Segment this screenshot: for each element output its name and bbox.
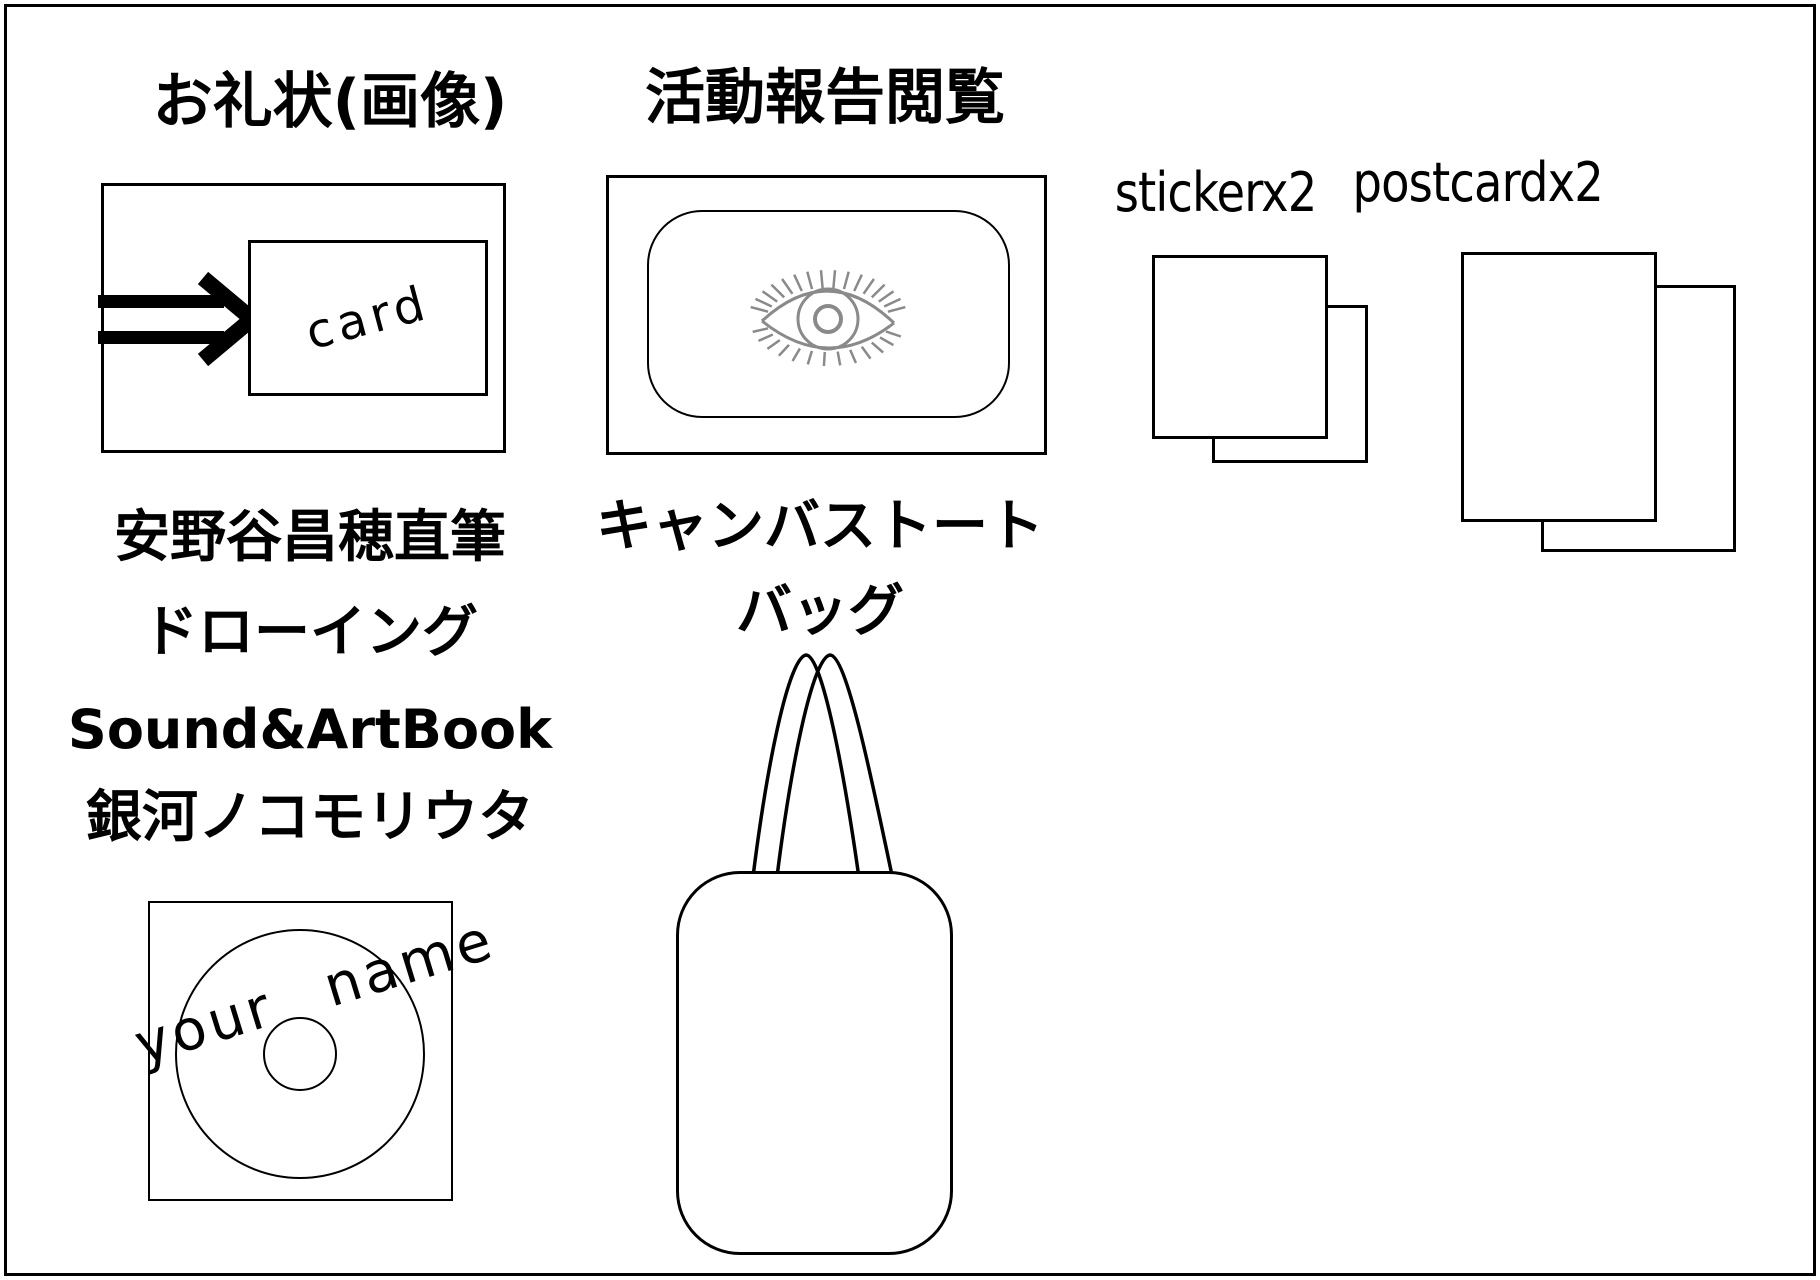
artbook-line-albumtitle: 銀河ノコモリウタ bbox=[86, 785, 534, 850]
activity-report-title: 活動報告閲覧 bbox=[645, 63, 1005, 133]
sticker-front-square bbox=[1152, 255, 1328, 439]
eye-icon bbox=[750, 270, 906, 367]
postcard-label: postcardx2 bbox=[1352, 151, 1604, 214]
artbook-line-author: 安野谷昌穂直筆 bbox=[114, 505, 506, 570]
tote-bag-handles-icon bbox=[750, 653, 896, 885]
card-illustration: card bbox=[248, 240, 488, 396]
tote-title-line1: キャンバストート bbox=[596, 494, 1044, 559]
cd-hole-icon bbox=[263, 1017, 337, 1091]
artbook-line-soundartbook: Sound&ArtBook bbox=[67, 698, 553, 761]
sticker-label: stickerx2 bbox=[1114, 161, 1318, 224]
card-handwritten-label: card bbox=[300, 274, 436, 362]
thank-you-card-title: お礼状(画像) bbox=[152, 67, 508, 137]
activity-report-screen bbox=[647, 210, 1010, 418]
tote-title-line2: バッグ bbox=[736, 579, 904, 644]
arrow-right-icon bbox=[98, 271, 265, 367]
postcard-front-card bbox=[1461, 252, 1657, 522]
tote-bag-body-icon bbox=[676, 871, 953, 1255]
artbook-line-drawing: ドローイング bbox=[142, 600, 478, 665]
